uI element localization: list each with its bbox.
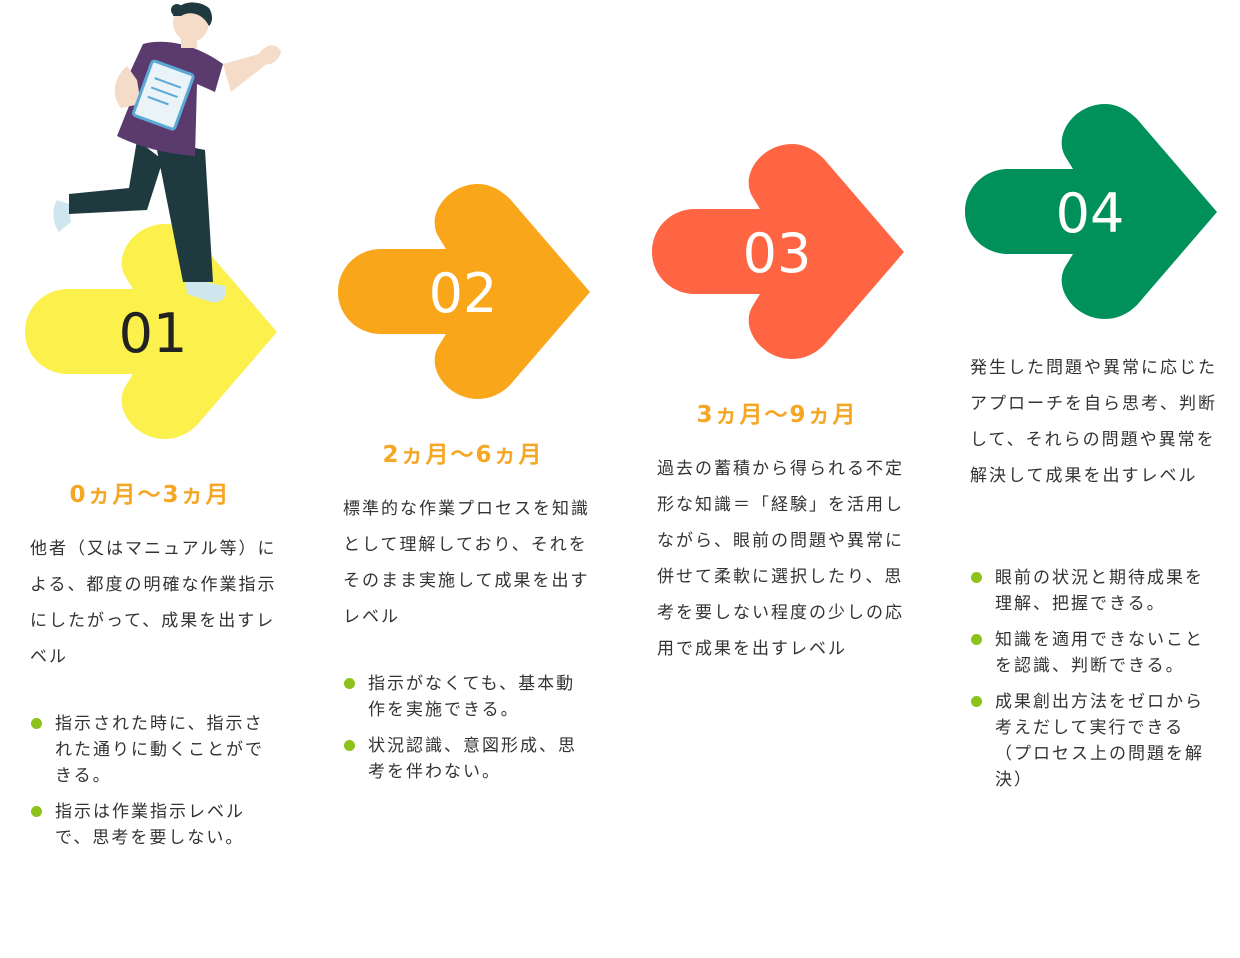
bullet-dot-icon	[31, 806, 42, 817]
bullet-text: 指示された時に、指示された通りに動くことができる。	[55, 714, 264, 786]
step-1-bullet-list: 指示された時に、指示された通りに動くことができる。 指示は作業指示レベルで、思考…	[30, 711, 280, 861]
arrow-body	[25, 224, 277, 439]
arrow-shape: 02	[338, 184, 590, 399]
step-1-arrow: 01	[25, 224, 285, 444]
step-4-description: 発生した問題や異常に応じたアプローチを自ら思考、判断して、それらの問題や異常を解…	[970, 358, 1217, 486]
list-item: 知識を適用できないことを認識、判断できる。	[970, 627, 1215, 679]
bullet-text: 指示は作業指示レベルで、思考を要しない。	[55, 802, 245, 848]
step-1-period: 0ヵ月〜3ヵ月	[69, 482, 231, 508]
step-number: 01	[119, 302, 188, 365]
step-2-arrow: 02	[338, 184, 598, 404]
bullet-text: 知識を適用できないことを認識、判断できる。	[995, 630, 1204, 676]
person-figure	[53, 2, 281, 303]
bullet-text: 状況認識、意図形成、思考を伴わない。	[368, 736, 577, 782]
step-4-bullet-list: 眼前の状況と期待成果を理解、把握できる。 知識を適用できないことを認識、判断でき…	[970, 565, 1215, 803]
bullet-text: 指示がなくても、基本動作を実施できる。	[368, 674, 576, 720]
arrow-body	[965, 104, 1217, 319]
list-item: 成果創出方法をゼロから考えだして実行できる（プロセス上の問題を解決）	[970, 689, 1215, 793]
bullet-text: 成果創出方法をゼロから考えだして実行できる（プロセス上の問題を解決）	[995, 692, 1204, 790]
arrow-shape: 01	[25, 224, 277, 439]
step-4-arrow: 04	[965, 104, 1225, 324]
bullet-text: 眼前の状況と期待成果を理解、把握できる。	[995, 568, 1204, 614]
step-3-description: 過去の蓄積から得られる不定形な知識＝「経験」を活用しながら、眼前の問題や異常に併…	[657, 459, 904, 659]
bullet-dot-icon	[971, 696, 982, 707]
bullet-dot-icon	[31, 718, 42, 729]
list-item: 眼前の状況と期待成果を理解、把握できる。	[970, 565, 1215, 617]
bullet-dot-icon	[344, 740, 355, 751]
arrow-body	[338, 184, 590, 399]
list-item: 指示は作業指示レベルで、思考を要しない。	[30, 799, 280, 851]
step-3-period: 3ヵ月〜9ヵ月	[696, 402, 858, 428]
step-2-period: 2ヵ月〜6ヵ月	[382, 442, 544, 468]
bullet-dot-icon	[971, 572, 982, 583]
bullet-dot-icon	[971, 634, 982, 645]
list-item: 状況認識、意図形成、思考を伴わない。	[343, 733, 593, 785]
step-number: 04	[1056, 182, 1125, 245]
step-number: 03	[743, 222, 812, 285]
arrow-body	[652, 144, 904, 359]
runner-illustration	[53, 2, 281, 303]
arrow-shape: 03	[652, 144, 904, 359]
step-1-description: 他者（又はマニュアル等）による、都度の明確な作業指示にしたがって、成果を出すレベ…	[30, 539, 277, 667]
step-2-bullet-list: 指示がなくても、基本動作を実施できる。 状況認識、意図形成、思考を伴わない。	[343, 671, 593, 795]
bullet-dot-icon	[344, 678, 355, 689]
step-2-description: 標準的な作業プロセスを知識として理解しており、それをそのまま実施して成果を出すレ…	[343, 499, 590, 627]
step-number: 02	[429, 262, 498, 325]
list-item: 指示がなくても、基本動作を実施できる。	[343, 671, 593, 723]
list-item: 指示された時に、指示された通りに動くことができる。	[30, 711, 280, 789]
arrow-shape: 04	[965, 104, 1217, 319]
step-3-arrow: 03	[652, 144, 912, 364]
